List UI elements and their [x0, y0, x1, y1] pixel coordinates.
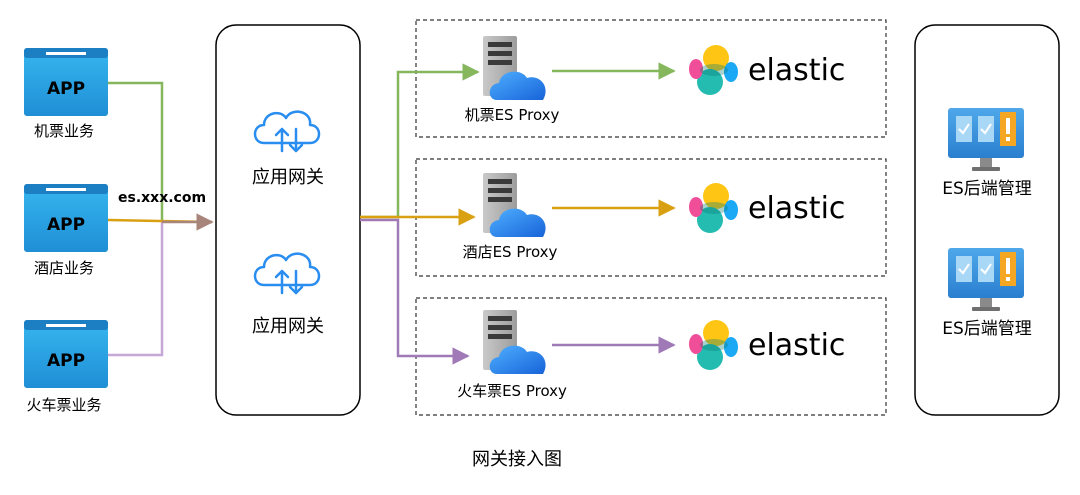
- elastic-logo-icon: [689, 183, 738, 233]
- server-cloud-icon: [483, 36, 546, 100]
- connector-gateway-to-train-proxy: [360, 218, 470, 365]
- app-hotel: APP: [24, 184, 108, 252]
- gateway-container: [215, 24, 361, 416]
- elastic-logo-2: elastic: [689, 183, 845, 233]
- gateway-label-1: 应用网关: [252, 167, 324, 188]
- app-train: APP: [24, 320, 108, 388]
- elastic-wordmark: elastic: [748, 328, 845, 363]
- connector-flight-to-gateway: [108, 81, 164, 222]
- server-cloud-icon: [483, 310, 546, 374]
- mgmt-label-1: ES后端管理: [942, 179, 1032, 199]
- app-window-icon: [24, 184, 108, 252]
- mgmt-container: [914, 24, 1060, 416]
- elastic-wordmark: elastic: [748, 53, 845, 88]
- proxy-label-train: 火车票ES Proxy: [457, 382, 567, 400]
- monitor-checklist-icon: [948, 248, 1024, 311]
- app-window-icon: [24, 320, 108, 388]
- elastic-logo-icon: [689, 320, 738, 370]
- gateway-label-2: 应用网关: [252, 316, 324, 337]
- app-label-flight: 机票业务: [34, 122, 94, 140]
- app-flight: APP: [24, 48, 108, 116]
- monitor-checklist-icon: [948, 108, 1024, 171]
- app-badge: APP: [47, 215, 85, 235]
- mgmt-label-2: ES后端管理: [942, 319, 1032, 339]
- connector-gateway-to-flight-proxy: [360, 63, 480, 219]
- proxy-label-hotel: 酒店ES Proxy: [463, 243, 558, 261]
- elastic-logo-1: elastic: [689, 45, 845, 95]
- app-label-hotel: 酒店业务: [34, 259, 94, 277]
- elastic-logo-icon: [689, 45, 738, 95]
- gateway-cloud-icon: [253, 110, 321, 153]
- diagram-caption: 网关接入图: [472, 449, 562, 470]
- gateway-cloud-icon: [253, 252, 321, 295]
- proxy-label-flight: 机票ES Proxy: [465, 106, 560, 124]
- server-cloud-icon: [483, 173, 546, 237]
- elastic-logo-3: elastic: [689, 320, 845, 370]
- elastic-wordmark: elastic: [748, 191, 845, 226]
- proxy-group-1: [415, 19, 887, 138]
- app-badge: APP: [47, 351, 85, 371]
- edge-label: es.xxx.com: [118, 190, 206, 206]
- app-badge: APP: [47, 79, 85, 99]
- app-label-train: 火车票业务: [26, 396, 101, 414]
- app-window-icon: [24, 48, 108, 116]
- connector-train-to-gateway: [108, 222, 164, 357]
